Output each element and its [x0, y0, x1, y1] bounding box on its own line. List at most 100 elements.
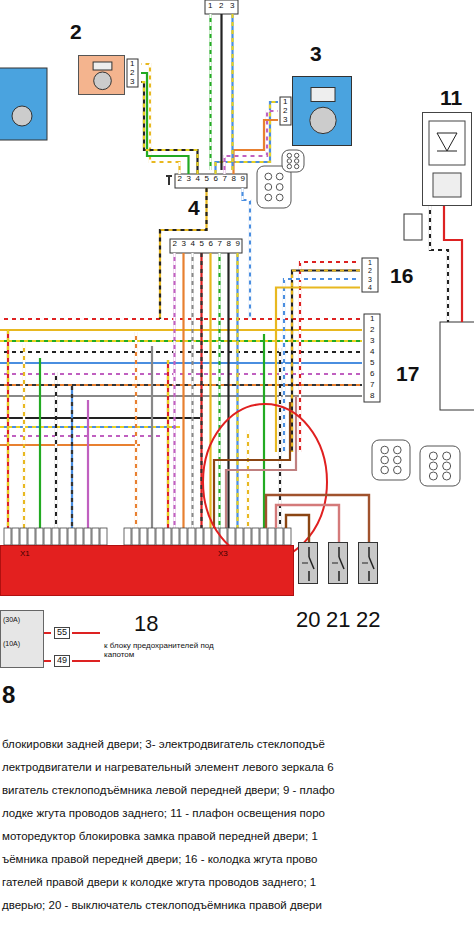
caption-line: блокировки задней двери; 3- электродвига… [2, 738, 325, 751]
wire-connector [286, 515, 309, 542]
line-element [362, 563, 368, 564]
wire [0, 417, 200, 419]
component-body [298, 542, 318, 584]
connector-hole [429, 462, 437, 470]
connector-hole [265, 184, 272, 191]
pin-number: 2 [370, 326, 374, 335]
node-text: X1 [20, 550, 30, 559]
wire-stripe [0, 340, 362, 342]
connector-hole [294, 159, 298, 163]
path-element [437, 133, 457, 151]
svg-element [359, 543, 379, 585]
component-body [78, 55, 125, 95]
line-element [338, 547, 340, 557]
pin-number: 3 [130, 78, 134, 87]
block-pin [260, 528, 267, 545]
wire-stripe [0, 318, 362, 320]
line-element [332, 563, 338, 564]
line-element [338, 571, 340, 581]
block-pin [12, 528, 19, 545]
svg-element [423, 113, 471, 207]
wire [292, 271, 360, 453]
line-element [308, 547, 310, 557]
block-pin [148, 528, 155, 545]
wire-stripe [0, 373, 362, 375]
connector-block [127, 59, 138, 87]
caption-line: вигатель стеклоподъёмника левой передней… [2, 784, 335, 797]
block-pin [284, 528, 291, 545]
block-pin [156, 528, 163, 545]
ground-symbol [168, 175, 170, 185]
wire [227, 253, 229, 528]
motor-symbol [12, 106, 32, 126]
wire [444, 206, 462, 322]
connector-hole [381, 466, 389, 474]
callout-number: 8 [2, 682, 15, 708]
wire [141, 73, 189, 174]
wire [0, 351, 362, 353]
connector-hole [429, 452, 437, 460]
wire [87, 400, 89, 528]
connector-hole [381, 446, 389, 454]
wire [0, 318, 362, 320]
pin-number: 4 [191, 240, 195, 249]
block-pin [268, 528, 275, 545]
rect-element [93, 62, 112, 70]
wire-stripe [216, 102, 279, 174]
pin-number: 3 [182, 240, 186, 249]
callout-number: 11 [440, 86, 462, 109]
component-body [292, 76, 352, 146]
pin-number: 3 [283, 116, 287, 125]
connector-hole [276, 184, 283, 191]
wire [226, 396, 296, 528]
round-connector [420, 446, 460, 486]
line-element [302, 563, 308, 564]
connector-hole [287, 164, 291, 168]
pin-number: 2 [219, 2, 223, 11]
block-pin [140, 528, 147, 545]
connector-hole [265, 194, 272, 201]
pin-number: 2 [178, 175, 182, 184]
block-pin [100, 528, 107, 545]
node-text: к блоку предохранителей под капотом [104, 642, 242, 660]
fuse-rating: (30A) [3, 616, 20, 624]
switch: 20 [296, 542, 322, 634]
wire [216, 102, 279, 174]
rect-element [311, 88, 335, 102]
block-pin [244, 528, 251, 545]
pin-number: 3 [370, 337, 374, 346]
pin-number: 3 [187, 175, 191, 184]
fuse-plug: 18к блоку предохранителей под капотом [0, 604, 245, 674]
connector-hole [265, 173, 272, 180]
highlight-circle [203, 404, 327, 560]
wire [71, 386, 73, 528]
connector-hole [276, 194, 283, 201]
pin-number: 3 [230, 2, 234, 11]
pin-number: 1 [130, 60, 134, 69]
wire [191, 253, 193, 528]
wire-stripe [135, 332, 137, 528]
pin-number: 8 [227, 240, 231, 249]
round-connector [257, 166, 291, 208]
pin-number: 9 [241, 175, 245, 184]
wire-stripe [292, 271, 360, 453]
ceiling-lamp: 11 [418, 86, 474, 210]
node-text: X3 [218, 550, 228, 559]
pin-number: 6 [214, 175, 218, 184]
block-pin [36, 528, 43, 545]
svg-element [299, 543, 319, 585]
block-pin [92, 528, 99, 545]
mounting-block: X1 X3 [0, 528, 294, 596]
wire [55, 372, 57, 528]
block-pin [172, 528, 179, 545]
wire [0, 362, 362, 364]
wire-stripe [141, 82, 198, 174]
caption-line: гателей правой двери к колодке жгута про… [2, 876, 316, 889]
line-element [368, 547, 370, 557]
pin-number: 1 [283, 98, 287, 107]
block-pin [132, 528, 139, 545]
wire [0, 373, 362, 375]
line-element [308, 571, 310, 581]
callout-number: 16 [390, 264, 413, 287]
rect-element [433, 173, 461, 197]
